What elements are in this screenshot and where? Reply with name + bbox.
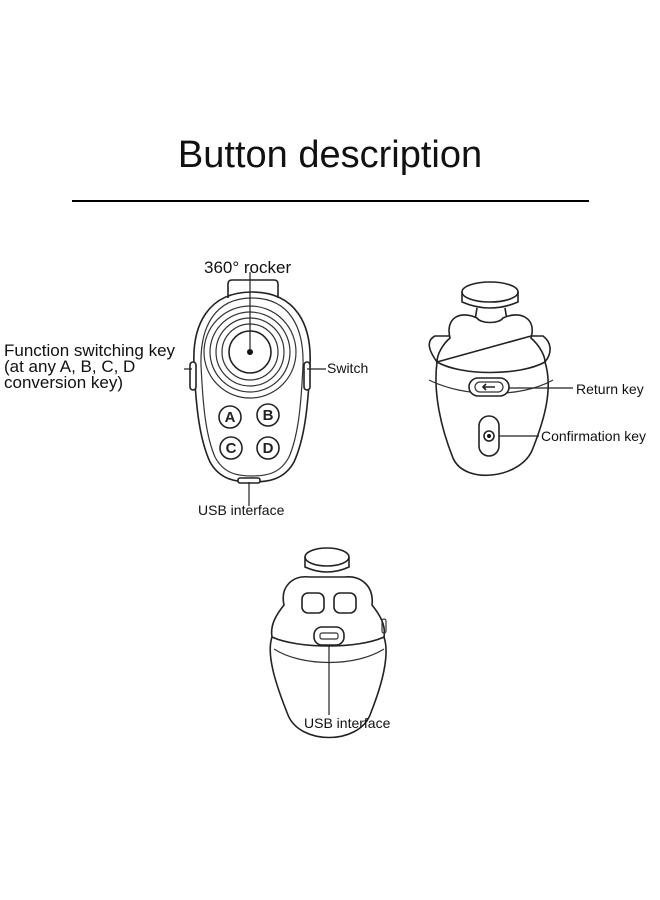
- function-switch-button: [189, 361, 197, 391]
- body-outline: [193, 291, 311, 483]
- side-view-device: [428, 281, 573, 476]
- key-d-button: D: [256, 436, 280, 460]
- usb-bottom-label: USB interface: [304, 715, 391, 731]
- key-b-label: B: [263, 407, 274, 424]
- usb-port-bottom: [313, 626, 345, 646]
- dome-button-left: [301, 592, 325, 614]
- return-key-label: Return key: [576, 381, 644, 397]
- joystick-cap: [461, 281, 519, 303]
- key-c-button: C: [219, 436, 243, 460]
- title-divider: [72, 200, 589, 202]
- usb-front-label: USB interface: [198, 502, 285, 518]
- upper-dome: [436, 314, 546, 374]
- key-c-label: C: [226, 440, 237, 457]
- key-b-button: B: [256, 403, 280, 427]
- key-d-label: D: [263, 440, 274, 457]
- dome-button-right: [333, 592, 357, 614]
- front-view-device: A B C D: [184, 272, 326, 506]
- body-inner-outline: [200, 297, 304, 477]
- confirm-key-label: Confirmation key: [541, 428, 647, 444]
- bottom-joystick-cap: [304, 547, 350, 567]
- key-a-button: A: [218, 405, 242, 429]
- rocker-label: 360° rocker: [204, 258, 292, 277]
- page-title: Button description: [177, 134, 483, 176]
- power-switch-button: [303, 361, 311, 391]
- side-body-outline: [428, 335, 551, 476]
- function-key-label: Function switching key (at any A, B, C, …: [4, 341, 176, 392]
- key-a-label: A: [225, 409, 236, 426]
- top-tab: [227, 279, 279, 298]
- switch-label: Switch: [327, 360, 369, 376]
- bottom-view-device: [269, 547, 387, 739]
- bottom-dome: [270, 576, 386, 647]
- bottom-body-outline: [269, 636, 387, 739]
